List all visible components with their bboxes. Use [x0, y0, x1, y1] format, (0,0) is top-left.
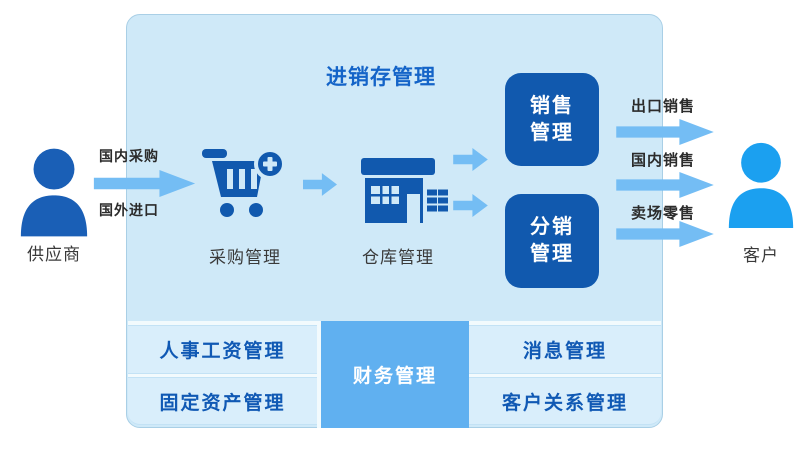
cell-fixed-assets-management: 固定资产管理: [128, 377, 317, 425]
cell-hr-payroll-management: 人事工资管理: [128, 325, 317, 374]
cell-message-management: 消息管理: [469, 325, 661, 374]
cell-crm-management: 客户关系管理: [469, 377, 661, 425]
flow-arrow-icon: [303, 172, 337, 197]
flow-arrow-icon: [452, 147, 489, 172]
page-title: 进销存管理: [326, 66, 436, 89]
distribution-management-box: 分销管理: [505, 194, 599, 288]
customer-icon: [724, 141, 798, 228]
outbound-arrow-icon: [612, 172, 718, 198]
outbound-arrow-icon: [612, 119, 718, 145]
supplier-label: 供应商: [27, 245, 81, 264]
sales-management-box: 销售管理: [505, 73, 599, 166]
flow-label-domestic-purchase: 国内采购: [99, 148, 159, 164]
cell-label: 消息管理: [522, 341, 607, 362]
purchase-label: 采购管理: [209, 248, 281, 267]
finance-management-label: 财务管理: [352, 366, 437, 387]
cart-icon: [200, 147, 290, 219]
cell-label: 客户关系管理: [501, 392, 628, 414]
customer-label: 客户: [743, 246, 779, 265]
distribution-management-label: 分销管理: [530, 216, 574, 265]
supply-arrow-icon: [92, 170, 197, 197]
supplier-icon: [16, 146, 92, 237]
column-divider: [317, 321, 321, 428]
channel-label-domestic-sales: 国内销售: [630, 152, 695, 169]
cell-label: 固定资产管理: [159, 392, 286, 414]
outbound-arrow-icon: [612, 221, 718, 247]
channel-label-export-sales: 出口销售: [630, 98, 695, 115]
cell-label: 人事工资管理: [159, 341, 286, 362]
channel-label-retail-sales: 卖场零售: [630, 205, 695, 222]
sales-management-label: 销售管理: [530, 94, 574, 144]
warehouse-icon: [355, 156, 451, 226]
flow-label-foreign-import: 国外进口: [99, 202, 159, 218]
warehouse-label: 仓库管理: [362, 248, 434, 267]
finance-management-box: 财务管理: [321, 321, 469, 428]
flow-arrow-icon: [452, 193, 489, 218]
